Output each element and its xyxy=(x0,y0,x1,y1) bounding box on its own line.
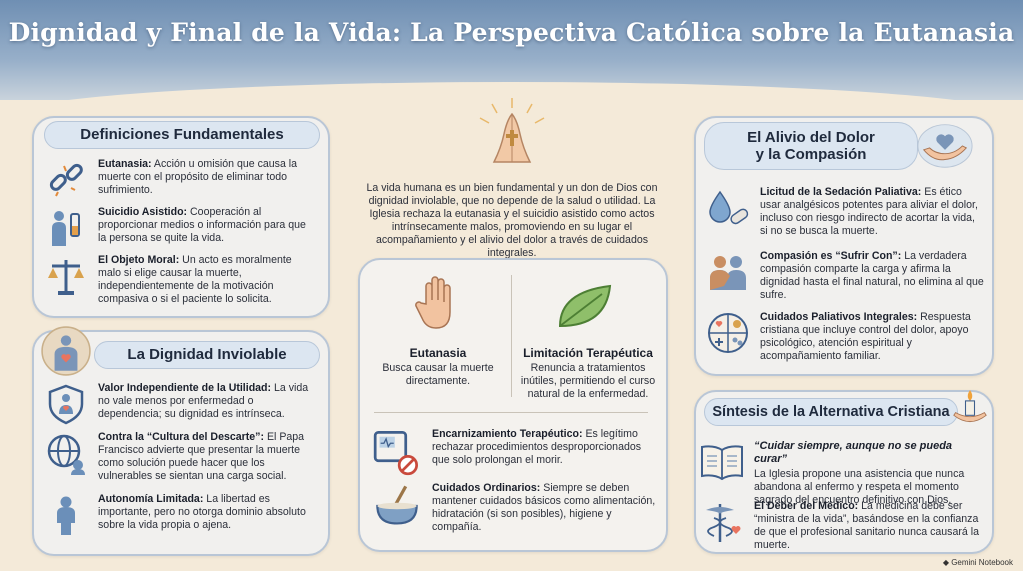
def-item-suicidio: Suicidio Asistido: Cooperación al propor… xyxy=(44,206,316,250)
def-item-eutanasia: Eutanasia: Acción u omisión que causa la… xyxy=(44,158,316,202)
globe-icon xyxy=(47,434,85,475)
limitacion-title: Limitación Terapéutica xyxy=(523,346,653,360)
medicine-icon xyxy=(709,190,749,225)
alivio-item-paliativos: Cuidados Paliativos Integrales: Respuest… xyxy=(706,311,984,363)
caring-hands-icon xyxy=(917,124,973,168)
alivio-heading: El Alivio del Dolor y la Compasión xyxy=(704,122,918,170)
dignidad-heading: La Dignidad Inviolable xyxy=(94,341,320,369)
eutanasia-title: Eutanasia xyxy=(409,346,467,360)
medical-monitor-icon xyxy=(373,431,418,476)
sintesis-item-medico: El Deber del Médico: La medicina debe se… xyxy=(700,500,984,552)
sintesis-quote: “Cuidar siempre, aunque no se pueda cura… xyxy=(754,440,953,465)
praying-hands-icon xyxy=(479,98,545,163)
alivio-heading-line1: El Alivio del Dolor xyxy=(747,129,875,146)
open-book-icon xyxy=(701,445,743,481)
alivio-heading-line2: y la Compasión xyxy=(755,146,867,163)
sintesis-item-cuidar: “Cuidar siempre, aunque no se pueda cura… xyxy=(700,440,984,507)
eutanasia-text: Busca causar la muerte directamente. xyxy=(382,362,494,387)
person-icon xyxy=(57,496,75,535)
bowl-icon xyxy=(376,485,418,525)
care-circle-icon xyxy=(708,313,748,353)
stop-hand-icon xyxy=(415,276,451,329)
comparacion-divider xyxy=(511,275,512,397)
dig-item-descarte: Contra la “Cultura del Descarte”: El Pap… xyxy=(44,431,316,483)
footer-brand: ◆ Gemini Notebook xyxy=(942,558,1013,567)
leaf-icon xyxy=(558,284,612,328)
dig-item-autonomia: Autonomía Limitada: La libertad es impor… xyxy=(44,493,316,537)
header-banner xyxy=(0,0,1023,118)
comparacion-hdivider xyxy=(374,412,648,413)
person-shield-icon xyxy=(48,384,84,425)
embrace-icon xyxy=(710,256,746,290)
definiciones-heading: Definiciones Fundamentales xyxy=(44,121,320,149)
definiciones-panel xyxy=(32,116,330,318)
alivio-item-sedacion: Licitud de la Sedación Paliativa: Es éti… xyxy=(706,186,984,238)
notebook-logo-icon: ◆ xyxy=(942,558,952,567)
scales-icon xyxy=(48,260,84,295)
dig-item-valor: Valor Independiente de la Utilidad: La v… xyxy=(44,382,316,426)
caduceus-icon xyxy=(706,504,741,542)
comparacion-panel xyxy=(358,258,668,552)
limitacion-text: Renuncia a tratamientos inútiles, permit… xyxy=(520,362,656,400)
encarnizamiento-item: Encarnizamiento Terapéutico: Es legítimo… xyxy=(372,428,658,476)
sintesis-heading: Síntesis de la Alternativa Cristiana xyxy=(704,398,958,426)
center-intro: La vida humana es un bien fundamental y … xyxy=(366,182,658,259)
sintesis-quote-text: La Iglesia propone una asistencia que nu… xyxy=(754,468,965,506)
ordinarios-item: Cuidados Ordinarios: Siempre se deben ma… xyxy=(372,482,658,534)
alivio-item-compasion: Compasión es “Sufrir Con”: La verdadera … xyxy=(706,250,984,302)
broken-chain-icon xyxy=(49,163,83,197)
dignity-figure-icon xyxy=(41,326,91,376)
helping-hand-icon xyxy=(52,211,80,246)
def-item-objeto-moral: El Objeto Moral: Un acto es moralmente m… xyxy=(44,254,316,306)
candle-hands-icon xyxy=(953,390,987,423)
page-title: Dignidad y Final de la Vida: La Perspect… xyxy=(8,18,1015,47)
